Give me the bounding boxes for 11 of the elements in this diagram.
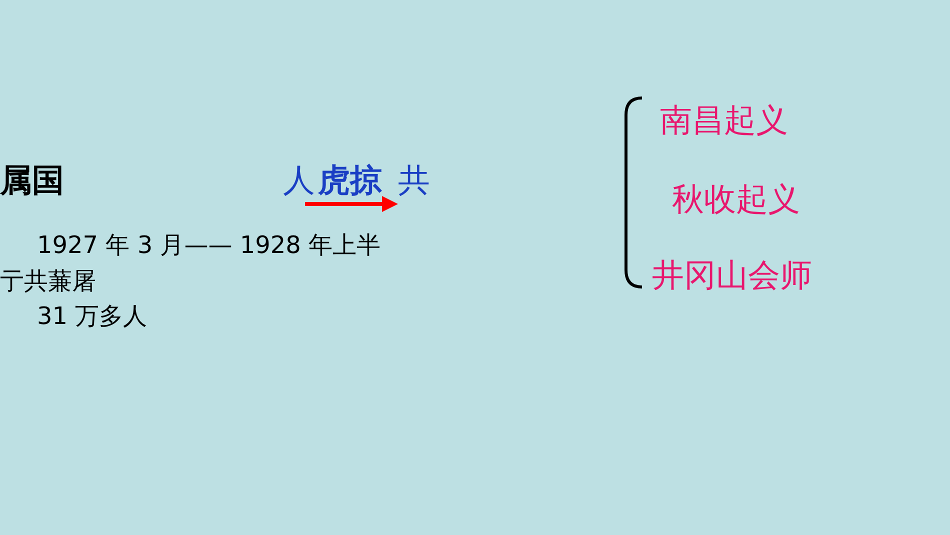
count-text: 31 万多人 xyxy=(37,303,148,330)
event-text: 南昌起义 xyxy=(660,103,788,138)
label-text: 共 xyxy=(398,163,430,198)
date-range-text: 1927 年 3 月—— 1928 年上半 xyxy=(37,232,381,258)
overlapped-text: 亍共蒹屠 xyxy=(0,268,96,294)
event-text: 井冈山会师 xyxy=(652,258,812,294)
label-text: 人 xyxy=(283,163,315,198)
overlapped-text: 虎掠 xyxy=(318,163,382,198)
arrow xyxy=(305,196,398,212)
event-text: 秋收起义 xyxy=(672,182,800,218)
heading-text: 属国 xyxy=(0,163,64,198)
